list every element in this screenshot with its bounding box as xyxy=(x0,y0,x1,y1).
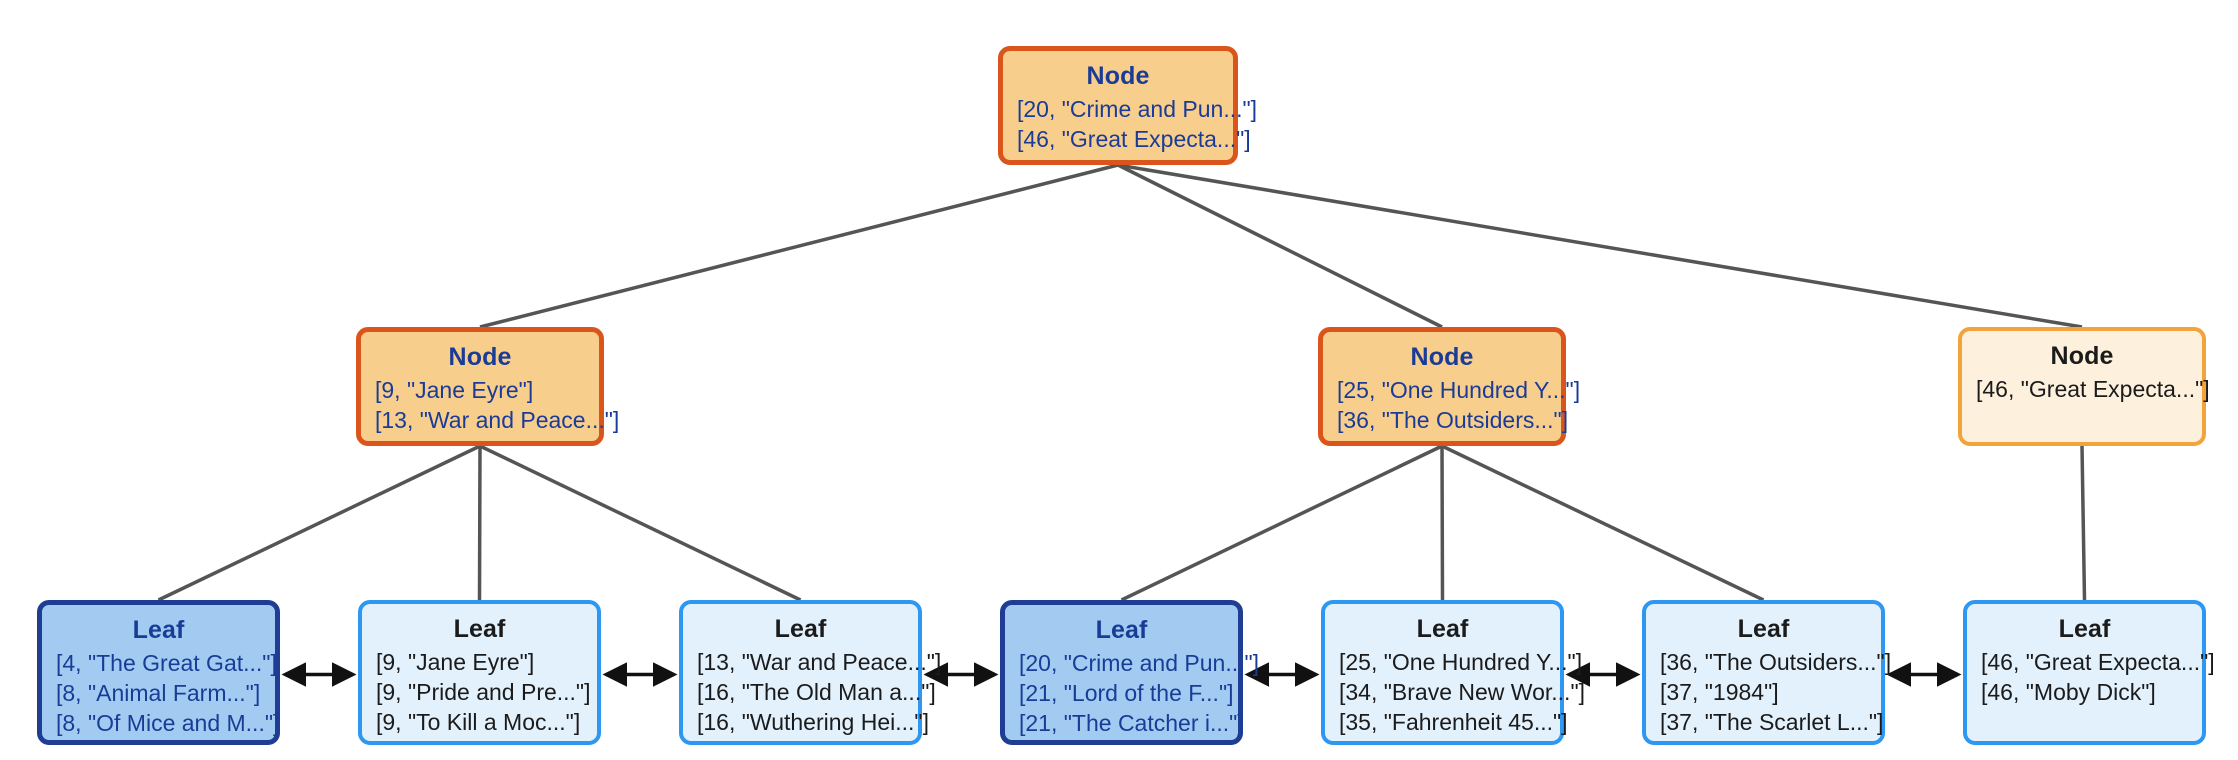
edge-n2-l5 xyxy=(1440,445,1445,601)
entry-1: [13, "War and Peace..."] xyxy=(697,649,942,675)
leaf-box-l5[interactable]: Leaf [25, "One Hundred Y..."] [34, "Brave… xyxy=(1321,600,1585,745)
leaf-box-l6[interactable]: Leaf [36, "The Outsiders..."] [37, "1984"… xyxy=(1642,600,1891,745)
entry-list: [9, "Jane Eyre"] [9, "Pride and Pre..."] [… xyxy=(376,647,591,737)
edge-n1-l2 xyxy=(477,445,482,601)
entry-list: [46, "Great Expecta..."] xyxy=(1976,374,2210,404)
entry-list: [20, "Crime and Pun..."] [21, "Lord of th… xyxy=(1019,648,1259,738)
entry-3: [37, "The Scarlet L..."] xyxy=(1660,709,1884,735)
entry-1: [9, "Jane Eyre"] xyxy=(375,377,534,403)
entry-2: [34, "Brave New Wor..."] xyxy=(1339,679,1585,705)
entry-list: [36, "The Outsiders..."] [37, "1984"] [37,… xyxy=(1660,647,1891,737)
entry-1: [20, "Crime and Pun..."] xyxy=(1019,650,1260,676)
node-box-n1[interactable]: Node [9, "Jane Eyre"] [13, "War and Peace… xyxy=(356,327,619,446)
edge-n3-l7 xyxy=(2080,445,2087,601)
entry-3: [35, "Fahrenheit 45..."] xyxy=(1339,709,1568,735)
entry-1: [20, "Crime and Pun..."] xyxy=(1017,96,1258,122)
entry-2: [8, "Animal Farm..."] xyxy=(56,680,261,706)
leaf-title: Leaf xyxy=(132,616,185,644)
entry-list: [13, "War and Peace..."] [16, "The Old Ma… xyxy=(697,647,941,737)
node-title: Node xyxy=(1410,343,1474,371)
entry-1: [46, "Great Expecta..."] xyxy=(1981,649,2215,675)
entry-3: [9, "To Kill a Moc..."] xyxy=(376,709,581,735)
leaf-title: Leaf xyxy=(1416,615,1469,643)
entry-1: [46, "Great Expecta..."] xyxy=(1976,376,2210,402)
entry-list: [4, "The Great Gat..."] [8, "Animal Farm.… xyxy=(56,648,279,738)
entry-2: [46, "Moby Dick"] xyxy=(1981,679,2156,705)
entry-2: [36, "The Outsiders..."] xyxy=(1337,407,1569,433)
node-box-root[interactable]: Node [20, "Crime and Pun..."] [46, "Great… xyxy=(998,46,1257,165)
leaf-box-l4[interactable]: Leaf [20, "Crime and Pun..."] [21, "Lord … xyxy=(1000,600,1259,745)
node-box-n2[interactable]: Node [25, "One Hundred Y..."] [36, "The O… xyxy=(1318,327,1580,446)
entry-2: [46, "Great Expecta..."] xyxy=(1017,126,1251,152)
leaf-box-l1[interactable]: Leaf [4, "The Great Gat..."] [8, "Animal … xyxy=(37,600,280,745)
entry-list: [9, "Jane Eyre"] [13, "War and Peace..."] xyxy=(375,375,619,435)
node-box-n3[interactable]: Node [46, "Great Expecta..."] xyxy=(1958,327,2210,446)
entry-list: [46, "Great Expecta..."] [46, "Moby Dick"… xyxy=(1981,647,2215,707)
node-title: Node xyxy=(448,343,512,371)
leaf-box-l7[interactable]: Leaf [46, "Great Expecta..."] [46, "Moby … xyxy=(1963,600,2215,745)
entry-list: [25, "One Hundred Y..."] [36, "The Outsid… xyxy=(1337,375,1580,435)
entry-3: [8, "Of Mice and M..."] xyxy=(56,710,280,736)
leaf-title: Leaf xyxy=(453,615,506,643)
edge-n1-l3 xyxy=(479,444,802,602)
entry-3: [16, "Wuthering Hei..."] xyxy=(697,709,929,735)
edge-n1-l1 xyxy=(157,444,481,602)
entry-3: [21, "The Catcher i..."] xyxy=(1019,710,1244,736)
entry-2: [9, "Pride and Pre..."] xyxy=(376,679,591,705)
entry-2: [16, "The Old Man a..."] xyxy=(697,679,936,705)
entry-2: [21, "Lord of the F..."] xyxy=(1019,680,1234,706)
node-title: Node xyxy=(2050,342,2114,370)
leaf-box-l2[interactable]: Leaf [9, "Jane Eyre"] [9, "Pride and Pre.… xyxy=(358,600,601,745)
leaf-title: Leaf xyxy=(1737,615,1790,643)
entry-2: [37, "1984"] xyxy=(1660,679,1779,705)
node-title: Node xyxy=(1086,62,1150,90)
edge-n2-l4 xyxy=(1120,444,1443,602)
entry-1: [9, "Jane Eyre"] xyxy=(376,649,535,675)
entry-list: [25, "One Hundred Y..."] [34, "Brave New … xyxy=(1339,647,1585,737)
leaf-box-l3[interactable]: Leaf [13, "War and Peace..."] [16, "The O… xyxy=(679,600,941,745)
edge-root-n2 xyxy=(1117,163,1443,329)
leaf-title: Leaf xyxy=(1095,616,1148,644)
entry-1: [4, "The Great Gat..."] xyxy=(56,650,277,676)
entry-1: [25, "One Hundred Y..."] xyxy=(1337,377,1581,403)
edge-n2-l6 xyxy=(1441,444,1765,602)
edge-root-n3 xyxy=(1117,163,2083,329)
entry-2: [13, "War and Peace..."] xyxy=(375,407,620,433)
leaf-title: Leaf xyxy=(2058,615,2111,643)
leaf-title: Leaf xyxy=(774,615,827,643)
entry-list: [20, "Crime and Pun..."] [46, "Great Expe… xyxy=(1017,94,1257,154)
edge-root-n1 xyxy=(479,163,1119,329)
entry-1: [36, "The Outsiders..."] xyxy=(1660,649,1892,675)
entry-1: [25, "One Hundred Y..."] xyxy=(1339,649,1583,675)
